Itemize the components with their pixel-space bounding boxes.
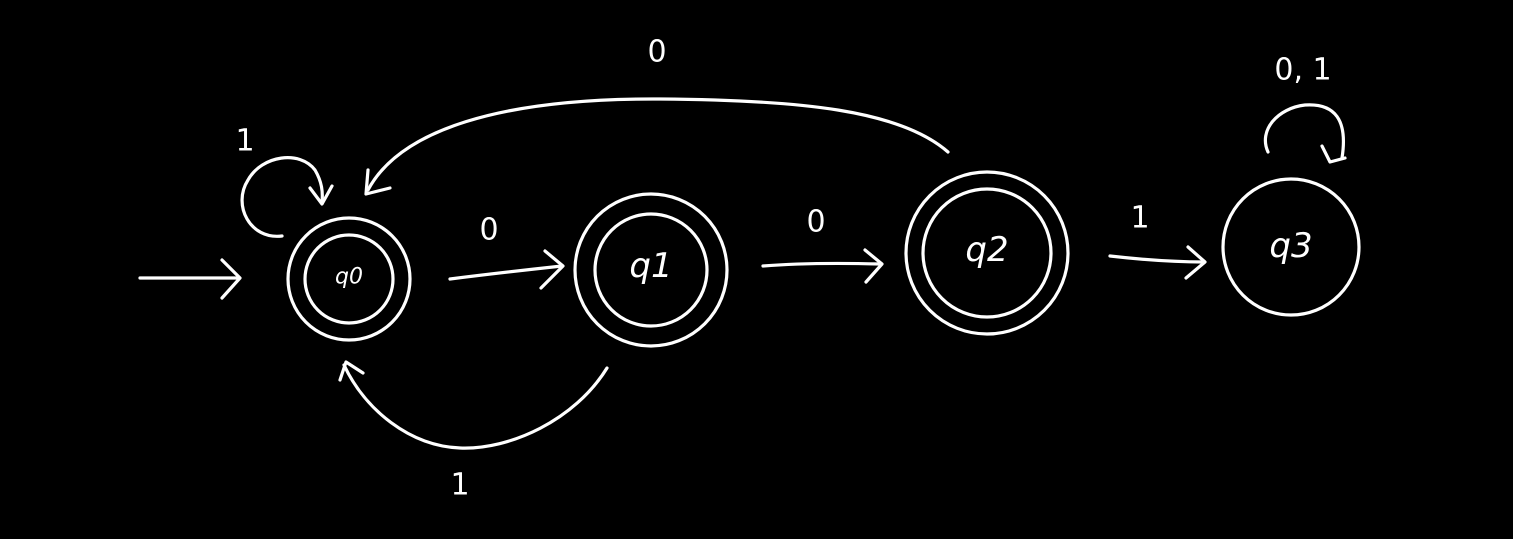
state-q3-ring [1221, 177, 1361, 317]
transition-q3-self-label: 0, 1 [1274, 53, 1331, 88]
transition-q2-q3-label: 1 [1130, 201, 1149, 236]
state-q1-inner-ring [593, 212, 709, 328]
transition-q1-q0: 1 [338, 360, 609, 503]
state-q1: q1 [573, 192, 729, 348]
transition-q2-q3: 1 [1108, 201, 1207, 280]
transition-q1-q2-label: 0 [806, 205, 825, 240]
state-q2-inner-ring [921, 187, 1053, 319]
state-q2: q2 [904, 170, 1070, 336]
start-arrow [138, 258, 242, 300]
state-q0-label: q0 [335, 265, 363, 290]
state-q2-outer-ring [904, 170, 1070, 336]
transition-q2-q0: 0 [364, 35, 950, 196]
state-q0: q0 [286, 216, 412, 342]
transition-q1-q2: 0 [761, 205, 884, 284]
transition-q0-q1-label: 0 [479, 213, 498, 248]
state-q1-outer-ring [573, 192, 729, 348]
state-q0-outer-ring [286, 216, 412, 342]
state-q3: q3 [1221, 177, 1361, 317]
state-q1-label: q1 [629, 246, 672, 286]
transition-q0-self: 1 [235, 124, 334, 238]
transition-q0-q1: 0 [448, 213, 565, 290]
transition-q0-self-label: 1 [235, 124, 254, 159]
state-q2-label: q2 [965, 230, 1008, 270]
transition-q3-self: 0, 1 [1263, 53, 1347, 164]
transition-q1-q0-label: 1 [450, 468, 469, 503]
transition-q2-q0-label: 0 [647, 35, 666, 70]
state-q3-label: q3 [1269, 226, 1312, 266]
state-q0-inner-ring [303, 233, 395, 325]
